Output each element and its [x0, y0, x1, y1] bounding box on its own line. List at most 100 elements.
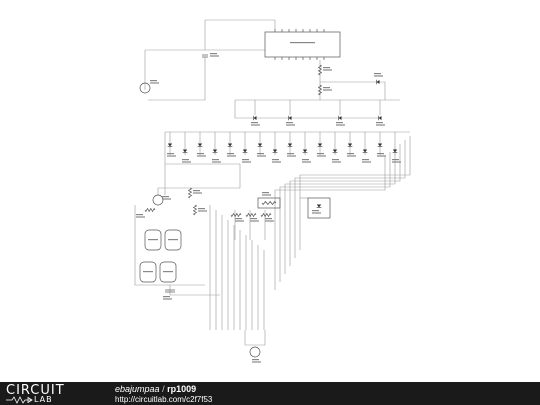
diode-top-right: [376, 80, 380, 84]
capacitor-c2-label: [163, 298, 172, 300]
array-diode-1: [167, 143, 173, 147]
logo-waveform-icon: [6, 396, 33, 404]
led-label-3: [336, 124, 345, 126]
relay-symbol-1: [144, 229, 162, 251]
q2-collector-wire: [157, 164, 241, 195]
resistor-r5-label: [136, 216, 145, 218]
ground-wire: [169, 285, 220, 296]
led-symbol-3: [338, 116, 342, 120]
array-diode-label-8: [272, 161, 281, 163]
transistor-q2-symbol: [152, 194, 164, 206]
ic-label: [290, 42, 315, 44]
relay-symbol-3: [139, 261, 157, 283]
array-diode-11: [317, 143, 323, 147]
logo-wordmark-top: CIRCUIT: [6, 383, 65, 398]
array-diode-8: [272, 149, 278, 153]
array-diode-label-12: [332, 161, 341, 163]
component-labels: [136, 53, 401, 363]
array-diode-5: [227, 143, 233, 147]
array-diode-label-9: [287, 155, 296, 157]
led-label-4: [376, 122, 383, 124]
right-chip-label: [312, 210, 319, 212]
led-label-1: [251, 124, 260, 126]
circuit-url[interactable]: http://circuitlab.com/c2f7f53: [115, 395, 213, 404]
array-diode-15: [377, 143, 383, 147]
network-resistor-label-2: [250, 220, 259, 222]
output-connector-label: [252, 359, 259, 361]
resistor-bank-label: [262, 192, 269, 194]
bus-wire: [279, 152, 391, 282]
network-resistor-2: [245, 212, 257, 218]
array-diode-label-16: [392, 161, 401, 163]
right-chip-outline: [307, 197, 331, 219]
array-diode-label-11: [317, 153, 324, 155]
array-diode-12: [332, 149, 338, 153]
resistor-r3: [187, 187, 193, 199]
array-diode-label-1: [167, 155, 176, 157]
resistor-bank-label: [262, 194, 271, 196]
array-diode-7: [257, 143, 263, 147]
array-diode-10: [302, 149, 308, 153]
transistor-q1-label: [150, 82, 159, 84]
transistor-q2-label: [162, 196, 169, 198]
resistor-r1: [317, 64, 323, 76]
array-diode-label-10: [302, 161, 311, 163]
array-diode-label-3: [197, 155, 206, 157]
array-diode-label-7: [257, 153, 264, 155]
array-diode-14: [362, 149, 368, 153]
network-resistor-3: [260, 212, 272, 218]
array-diode-label-4: [212, 161, 221, 163]
diode-top-right-label: [374, 75, 383, 77]
array-diode-label-13: [347, 155, 356, 157]
bus-wire: [274, 156, 386, 290]
network-resistor-label-1: [235, 220, 244, 222]
network-resistor-label-3: [265, 220, 274, 222]
resistor-bank: [261, 200, 277, 206]
array-diode-label-16: [392, 159, 399, 161]
network-resistor-label-1: [235, 218, 242, 220]
resistor-r5-label: [136, 214, 143, 216]
circuit-attribution: ebajumpaa / rp1009: [115, 384, 196, 394]
array-diode-label-5: [227, 155, 236, 157]
array-diode-16: [392, 149, 398, 153]
array-diode-label-11: [317, 155, 326, 157]
array-diode-6: [242, 149, 248, 153]
array-diode-label-1: [167, 153, 174, 155]
transistor-q2-label: [162, 198, 171, 200]
led-symbol-1: [253, 116, 257, 120]
diode-branch-wire: [320, 81, 386, 100]
resistor-bank-outline: [257, 197, 281, 209]
array-diode-label-10: [302, 159, 309, 161]
bus-wire: [299, 136, 411, 250]
circuit-name: rp1009: [167, 384, 197, 394]
circuitlab-logo: CIRCUIT LAB: [6, 382, 96, 405]
resistor-r3-label: [193, 190, 200, 192]
array-diode-2: [182, 149, 188, 153]
resistor-r4-label: [198, 208, 205, 210]
array-diode-label-8: [272, 159, 279, 161]
array-diode-3: [197, 143, 203, 147]
author-link[interactable]: ebajumpaa: [115, 384, 160, 394]
schematic-components: [139, 29, 398, 358]
footer-bar: CIRCUIT LAB ebajumpaa / rp1009 http://ci…: [0, 382, 540, 405]
array-diode-label-4: [212, 159, 219, 161]
array-diode-label-5: [227, 153, 234, 155]
led-label-1: [251, 122, 258, 124]
led-label-3: [336, 122, 343, 124]
led-symbol-2: [288, 116, 292, 120]
resistor-r3-label: [193, 192, 202, 194]
relay-return-wire: [134, 205, 205, 286]
resistor-r2: [317, 84, 323, 96]
array-diode-label-2: [182, 159, 189, 161]
array-diode-label-12: [332, 159, 339, 161]
resistor-r1-label: [323, 67, 330, 69]
cap-return-wire: [148, 57, 206, 101]
output-connector-label: [252, 361, 261, 363]
bus-wire: [294, 140, 406, 258]
relay-symbol-4: [159, 261, 177, 283]
network-resistor-1: [230, 212, 242, 218]
capacitor-c1-label: [210, 55, 219, 57]
array-diode-label-7: [257, 155, 266, 157]
resistor-r5: [144, 207, 156, 213]
relay-label-2: [168, 239, 178, 241]
